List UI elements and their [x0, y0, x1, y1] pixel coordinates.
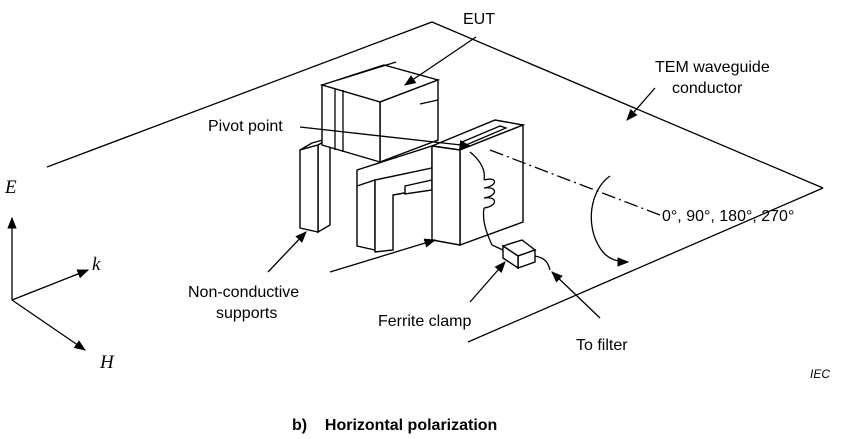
supports-label-line1: Non-conductive [188, 284, 299, 301]
coordinate-axes [7, 216, 90, 351]
supports-pointer-left [267, 231, 307, 273]
tem-pointer [626, 87, 656, 121]
iec-label: IEC [810, 367, 830, 381]
tem-conductor-plane [46, 21, 824, 343]
rotation-arrow [590, 175, 630, 267]
axis-h-label: H [99, 352, 115, 373]
eut-pointer [404, 36, 477, 86]
figure-caption: b) Horizontal polarization [292, 417, 497, 434]
tem-label-line1: TEM waveguide [655, 59, 770, 76]
tem-label-line2: conductor [672, 80, 743, 97]
axis-k-label: k [92, 254, 101, 275]
cable-housing-box [429, 119, 526, 247]
right-support [356, 145, 433, 253]
pivot-pointer [299, 126, 472, 150]
filter-pointer [551, 271, 601, 319]
ferrite-clamp [491, 239, 551, 271]
supports-label-line2: supports [216, 305, 277, 322]
angles-label: 0°, 90°, 180°, 270° [662, 208, 794, 225]
filter-label: To filter [576, 337, 628, 354]
pivot-label: Pivot point [208, 118, 283, 135]
left-support [299, 136, 331, 234]
eut-box [319, 61, 441, 164]
eut-label: EUT [463, 11, 495, 28]
supports-pointer-right [329, 238, 437, 273]
ferrite-pointer [469, 261, 506, 303]
rotation-axis [489, 149, 661, 216]
ferrite-label: Ferrite clamp [378, 313, 471, 330]
axis-e-label: E [4, 177, 17, 198]
